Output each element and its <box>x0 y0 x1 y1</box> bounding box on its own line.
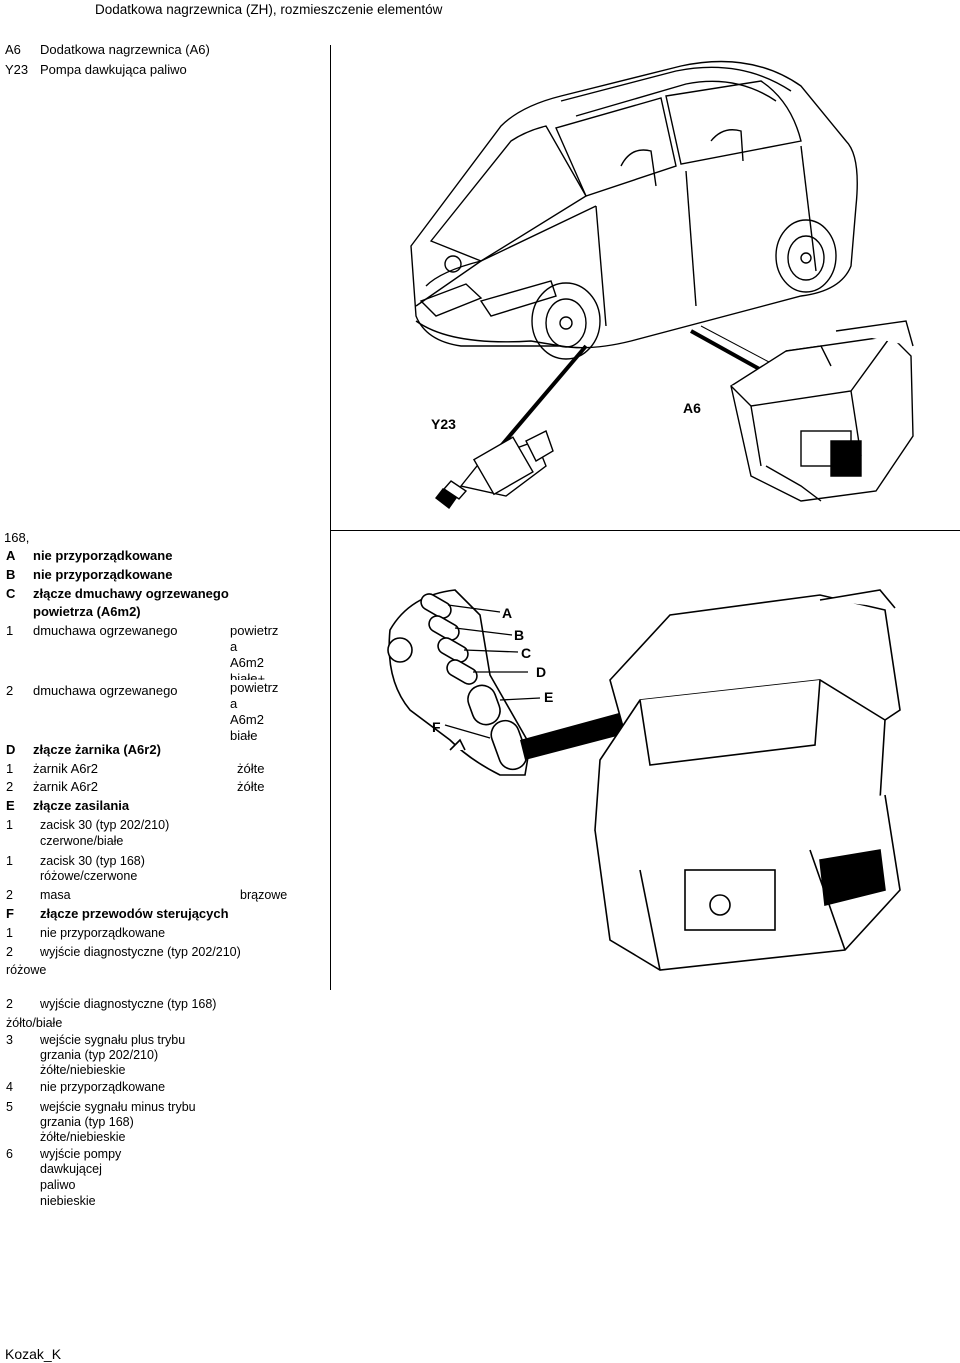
pin-color-f3: żółte/niebieskie <box>40 1063 126 1077</box>
pin-text-d: złącze żarnika (A6r2) <box>33 742 161 757</box>
pin-text-b: nie przyporządkowane <box>33 567 173 582</box>
pin-code-f: F <box>6 906 14 921</box>
connector-label-c: C <box>521 645 531 661</box>
pin-text-f6-1: wyjście pompy <box>40 1147 122 1161</box>
pin-num-f3: 3 <box>6 1033 13 1047</box>
pin-text-f5-1: wejście sygnału minus trybu <box>40 1100 196 1114</box>
connector-illustration: A B C D E F <box>387 589 901 971</box>
page-title: Dodatkowa nagrzewnica (ZH), rozmieszczen… <box>95 2 443 17</box>
pin-c2-r2: a <box>230 696 238 711</box>
label-y23: Y23 <box>431 416 456 432</box>
pin-c1-r4: białe+ <box>230 671 266 680</box>
connector-label-f: F <box>432 719 441 735</box>
pin-text-f: złącze przewodów sterujących <box>40 906 229 921</box>
pin-c1-r1: powietrz <box>230 623 279 638</box>
pin-color-f6: niebieskie <box>40 1194 96 1208</box>
pin-code-a: A <box>6 548 16 563</box>
footer-author: Kozak_K <box>5 1346 62 1362</box>
pin-text-f3-2: grzania (typ 202/210) <box>40 1048 159 1062</box>
pin-c2-r4: białe <box>230 728 258 743</box>
pin-text-c1: dmuchawa ogrzewanego <box>33 623 178 638</box>
pin-text-c-1: złącze dmuchawy ogrzewanego <box>33 586 229 601</box>
pin-text-f1: nie przyporządkowane <box>40 926 166 940</box>
pin-color-e2: brązowe <box>240 888 288 902</box>
figure-frame <box>330 45 960 531</box>
connector-label-d: D <box>536 664 546 680</box>
pin-c2-r1: powietrz <box>230 680 279 695</box>
connector-label-b: B <box>514 627 524 643</box>
pin-c1-r2: a <box>230 639 238 654</box>
pin-text-f5-2: grzania (typ 168) <box>40 1115 134 1129</box>
pin-num-c2: 2 <box>6 683 14 698</box>
pin-c1-r3: A6m2 <box>230 655 264 670</box>
pin-text-c-2: powietrza (A6m2) <box>33 604 141 619</box>
connector-label-e: E <box>544 689 553 705</box>
pin-text-f4: nie przyporządkowane <box>40 1080 166 1094</box>
pin-c2-r3: A6m2 <box>230 712 264 727</box>
pin-code-b: B <box>6 567 16 582</box>
pin-color-f5: żółte/niebieskie <box>40 1130 126 1144</box>
pin-num-f5: 5 <box>6 1100 13 1114</box>
pin-text-e: złącze zasilania <box>33 798 130 813</box>
pin-num-f2b: 2 <box>6 997 13 1011</box>
pin-code-d: D <box>6 742 16 757</box>
connector-label-a: A <box>502 605 512 621</box>
pin-num-f2a: 2 <box>6 945 13 959</box>
pin-text-d1: żarnik A6r2 <box>33 761 99 776</box>
pin-text-e1a: zacisk 30 (typ 202/210) <box>40 818 170 832</box>
car-illustration: Y23 A6 <box>410 60 914 510</box>
pin-text-f6-2: dawkującej <box>40 1162 102 1176</box>
label-a6: A6 <box>683 400 701 416</box>
pin-color-d2: żółte <box>237 779 265 794</box>
pin-code-e: E <box>6 798 15 813</box>
pin-num-d1: 1 <box>6 761 14 776</box>
pin-num-f6: 6 <box>6 1147 13 1161</box>
pin-text-f2b: wyjście diagnostyczne (typ 168) <box>40 997 217 1011</box>
pin-num-e1b: 1 <box>6 854 13 868</box>
pin-text-e1b: zacisk 30 (typ 168) <box>40 854 145 868</box>
pin-text-e2: masa <box>40 888 71 902</box>
pin-color-d1: żółte <box>237 761 265 776</box>
legend-text-a6: Dodatkowa nagrzewnica (A6) <box>40 42 210 57</box>
legend-code-y23: Y23 <box>5 62 29 77</box>
pin-color-e1a: czerwone/białe <box>40 834 124 848</box>
legend-code-a6: A6 <box>5 42 21 57</box>
pin-text-f6-3: paliwo <box>40 1178 76 1192</box>
connector-figure-frame <box>330 530 960 990</box>
pin-color-e1b: różowe/czerwone <box>40 869 138 883</box>
pin-color-f2b: żółto/białe <box>6 1016 63 1030</box>
pin-text-a: nie przyporządkowane <box>33 548 173 563</box>
pin-num-e1a: 1 <box>6 818 13 832</box>
pin-text-f2a: wyjście diagnostyczne (typ 202/210) <box>40 945 241 959</box>
pin-num-f4: 4 <box>6 1080 13 1094</box>
pin-num-f1: 1 <box>6 926 13 940</box>
pin-text-f3-1: wejście sygnału plus trybu <box>40 1033 186 1047</box>
legend-text-y23: Pompa dawkująca paliwo <box>40 62 187 77</box>
pin-code-c: C <box>6 586 16 601</box>
pin-text-d2: żarnik A6r2 <box>33 779 99 794</box>
pin-text-c2: dmuchawa ogrzewanego <box>33 683 178 698</box>
pinout-model: 168, <box>4 530 30 545</box>
pin-num-e2: 2 <box>6 888 13 902</box>
pin-color-f2a: różowe <box>6 963 47 977</box>
pin-num-d2: 2 <box>6 779 14 794</box>
pin-num-c1: 1 <box>6 623 14 638</box>
